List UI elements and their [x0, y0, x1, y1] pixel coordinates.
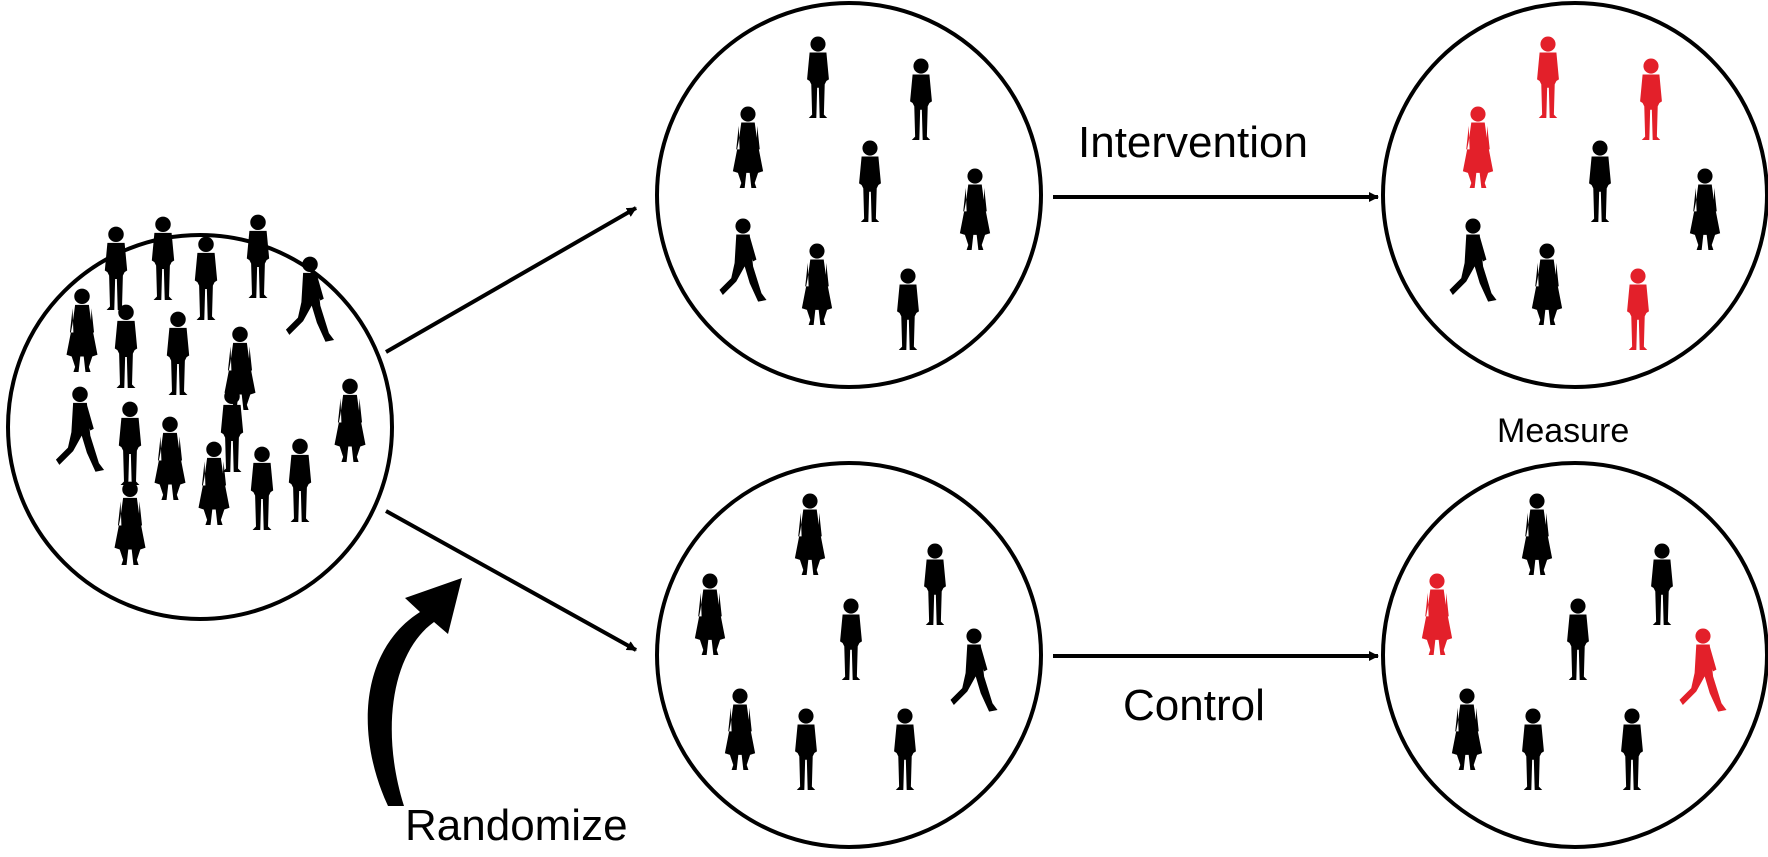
- figure-layer: [55, 36, 1727, 790]
- person-silhouette-icon: [894, 708, 916, 790]
- curved-arrow-icon: [367, 578, 462, 806]
- person-silhouette-icon: [1651, 543, 1673, 625]
- person-silhouette-icon: [910, 58, 932, 140]
- person-silhouette-icon: [114, 481, 146, 565]
- control-after-circle: [1381, 461, 1768, 849]
- person-silhouette-icon: [66, 288, 98, 372]
- person-silhouette-icon: [166, 311, 190, 395]
- person-silhouette-highlighted-icon: [1421, 573, 1453, 655]
- person-silhouette-icon: [55, 386, 105, 472]
- person-silhouette-icon: [334, 378, 366, 462]
- person-silhouette-icon: [1589, 140, 1611, 222]
- person-silhouette-icon: [807, 36, 829, 118]
- person-silhouette-icon: [118, 401, 142, 485]
- person-silhouette-icon: [194, 236, 218, 320]
- person-silhouette-icon: [246, 214, 270, 298]
- arrow-to-intervention-group: [385, 206, 637, 354]
- randomize-label: Randomize: [405, 801, 628, 850]
- person-silhouette-icon: [288, 438, 312, 522]
- person-silhouette-icon: [897, 268, 919, 350]
- person-silhouette-highlighted-icon: [1640, 58, 1662, 140]
- population-circle: [6, 233, 394, 621]
- person-silhouette-icon: [950, 628, 998, 712]
- person-silhouette-icon: [285, 256, 335, 342]
- intervention-label: Intervention: [1078, 118, 1308, 167]
- person-silhouette-icon: [924, 543, 946, 625]
- person-silhouette-icon: [719, 218, 767, 302]
- person-silhouette-icon: [694, 573, 726, 655]
- control-label: Control: [1123, 681, 1265, 730]
- person-silhouette-highlighted-icon: [1537, 36, 1559, 118]
- person-silhouette-icon: [794, 493, 826, 575]
- person-silhouette-icon: [1522, 708, 1544, 790]
- person-silhouette-highlighted-icon: [1679, 628, 1727, 712]
- person-silhouette-icon: [724, 688, 756, 770]
- person-silhouette-icon: [198, 441, 230, 525]
- person-silhouette-icon: [151, 216, 175, 300]
- person-silhouette-icon: [1451, 688, 1483, 770]
- person-silhouette-icon: [1449, 218, 1497, 302]
- person-silhouette-icon: [114, 304, 138, 388]
- arrow-to-control-group: [385, 509, 637, 652]
- person-silhouette-icon: [250, 446, 274, 530]
- person-silhouette-icon: [959, 168, 991, 250]
- person-silhouette-highlighted-icon: [1462, 106, 1494, 188]
- person-silhouette-icon: [859, 140, 881, 222]
- person-silhouette-icon: [1531, 243, 1563, 325]
- person-silhouette-icon: [732, 106, 764, 188]
- intervention-after-circle: [1381, 1, 1768, 389]
- person-silhouette-icon: [220, 388, 244, 472]
- person-silhouette-icon: [1689, 168, 1721, 250]
- person-silhouette-icon: [1567, 598, 1589, 680]
- control-before-circle: [655, 461, 1043, 849]
- person-silhouette-icon: [1621, 708, 1643, 790]
- person-silhouette-highlighted-icon: [1627, 268, 1649, 350]
- person-silhouette-icon: [795, 708, 817, 790]
- person-silhouette-icon: [104, 226, 128, 310]
- intervention-before-circle: [655, 1, 1043, 389]
- measure-label: Measure: [1497, 412, 1630, 450]
- person-silhouette-icon: [154, 416, 186, 500]
- person-silhouette-icon: [801, 243, 833, 325]
- person-silhouette-icon: [1521, 493, 1553, 575]
- person-silhouette-icon: [840, 598, 862, 680]
